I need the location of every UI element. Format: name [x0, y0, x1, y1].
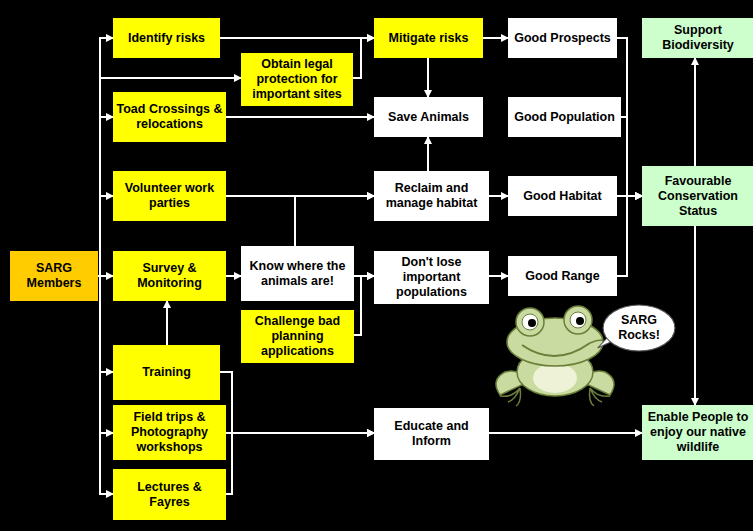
node-label: Mitigate risks [386, 31, 472, 46]
node-label: Good Habitat [520, 189, 604, 204]
outcome-box: Good Range [508, 256, 617, 296]
connector [166, 301, 168, 345]
activity-box: Identify risks [113, 18, 220, 58]
outcome-box: Reclaim and manage habitat [374, 171, 489, 221]
node-label: Identify risks [125, 31, 208, 46]
connector [295, 196, 374, 246]
connector [98, 276, 113, 494]
activity-box: Training [113, 345, 220, 400]
outcome-box: Don't lose important populations [374, 251, 489, 304]
node-label: Training [139, 365, 194, 380]
node-label: Toad Crossings & relocations [113, 102, 226, 132]
connector [427, 137, 429, 171]
outcome-box: Good Population [508, 97, 621, 137]
activity-box: Field trips & Photography workshops [113, 405, 226, 460]
speech-bubble: SARG Rocks! [602, 304, 676, 352]
connector [226, 275, 241, 277]
activity-box: Volunteer work parties [113, 171, 226, 221]
member-box: SARG Members [10, 251, 98, 301]
connector [483, 37, 508, 39]
connector [98, 196, 113, 276]
node-label: Enable People to enjoy our native wildli… [642, 410, 753, 455]
node-label: Don't lose important populations [374, 255, 489, 300]
connector [98, 38, 113, 276]
connector [220, 37, 374, 39]
node-label: Volunteer work parties [113, 181, 226, 211]
connector [621, 117, 642, 196]
connector [353, 38, 374, 78]
node-label: Educate and Inform [374, 419, 489, 449]
activity-box: Mitigate risks [374, 18, 483, 58]
connector [489, 275, 508, 277]
connector [98, 117, 113, 276]
connector [694, 58, 696, 166]
node-label: Lectures & Fayres [113, 480, 226, 510]
outcome-box: Good Prospects [508, 18, 617, 58]
connector [226, 116, 374, 118]
connector [694, 226, 696, 405]
node-label: Obtain legal protection for important si… [241, 57, 353, 102]
connector [427, 58, 429, 97]
activity-box: Challenge bad planning applications [241, 310, 354, 363]
node-label: Know where the animals are! [241, 259, 354, 289]
node-label: Support Biodiversity [642, 23, 753, 53]
activity-box: Lectures & Fayres [113, 469, 226, 520]
goal-box: Favourable Conservation Status [642, 166, 753, 226]
node-label: Reclaim and manage habitat [374, 181, 489, 211]
node-label: Field trips & Photography workshops [113, 410, 226, 455]
goal-box: Support Biodiversity [642, 18, 753, 58]
connector [226, 433, 374, 494]
outcome-box: Know where the animals are! [241, 246, 354, 301]
node-label: Save Animals [385, 110, 472, 125]
node-label: Challenge bad planning applications [241, 314, 354, 359]
connector [489, 195, 508, 197]
activity-box: Survey & Monitoring [113, 251, 226, 301]
outcome-box: Good Habitat [508, 176, 617, 216]
connector [354, 276, 374, 335]
connector [220, 372, 374, 433]
node-label: Favourable Conservation Status [642, 174, 753, 219]
connector [98, 78, 241, 276]
connector [617, 196, 642, 276]
goal-box: Enable People to enjoy our native wildli… [642, 405, 753, 460]
outcome-box: Save Animals [374, 97, 483, 137]
node-label: SARG Members [10, 261, 98, 291]
node-label: Good Range [522, 269, 602, 284]
node-label: Good Prospects [511, 31, 614, 46]
node-label: Good Population [511, 110, 618, 125]
node-label: Survey & Monitoring [113, 261, 226, 291]
node-label: SARG Rocks! [602, 313, 676, 343]
connector [489, 432, 642, 434]
outcome-box: Educate and Inform [374, 408, 489, 460]
activity-box: Toad Crossings & relocations [113, 92, 226, 142]
activity-box: Obtain legal protection for important si… [241, 53, 353, 106]
